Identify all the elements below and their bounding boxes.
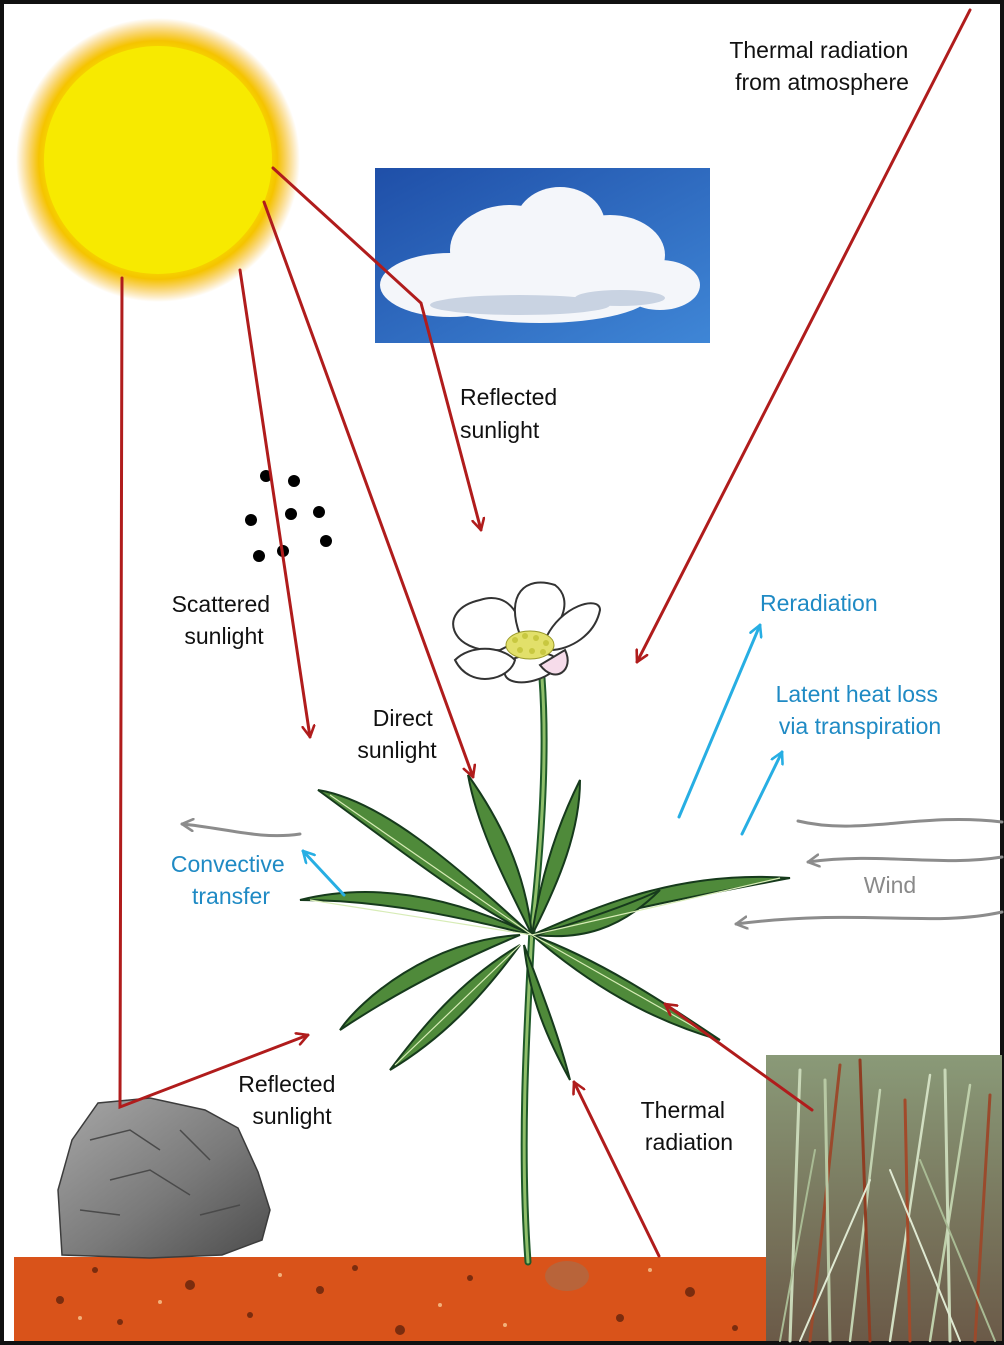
- label-line: Convective: [171, 851, 285, 877]
- label-line: sunlight: [184, 623, 264, 649]
- label-line: Reflected: [460, 384, 557, 410]
- label-line: transfer: [192, 883, 270, 909]
- soil-icon: [14, 1257, 766, 1341]
- label-line: Latent heat loss: [776, 681, 938, 707]
- label-line: Thermal radiation: [729, 37, 908, 63]
- label-line: via transpiration: [779, 713, 941, 739]
- label-line: sunlight: [252, 1103, 332, 1129]
- label-line: from atmosphere: [735, 69, 909, 95]
- label-line: Thermal: [641, 1097, 725, 1123]
- grass-tuft-icon: [766, 1055, 1002, 1341]
- label-line: Wind: [864, 872, 916, 898]
- label-wind: Wind: [864, 872, 916, 898]
- label-line: Reflected: [238, 1071, 335, 1097]
- label-line: Reradiation: [760, 590, 878, 616]
- label-line: sunlight: [460, 417, 540, 443]
- label-line: Scattered: [172, 591, 270, 617]
- label-line: sunlight: [357, 737, 437, 763]
- label-line: Direct: [373, 705, 434, 731]
- sun-icon: [16, 18, 300, 302]
- label-line: radiation: [645, 1129, 733, 1155]
- label-reradiation: Reradiation: [760, 590, 878, 616]
